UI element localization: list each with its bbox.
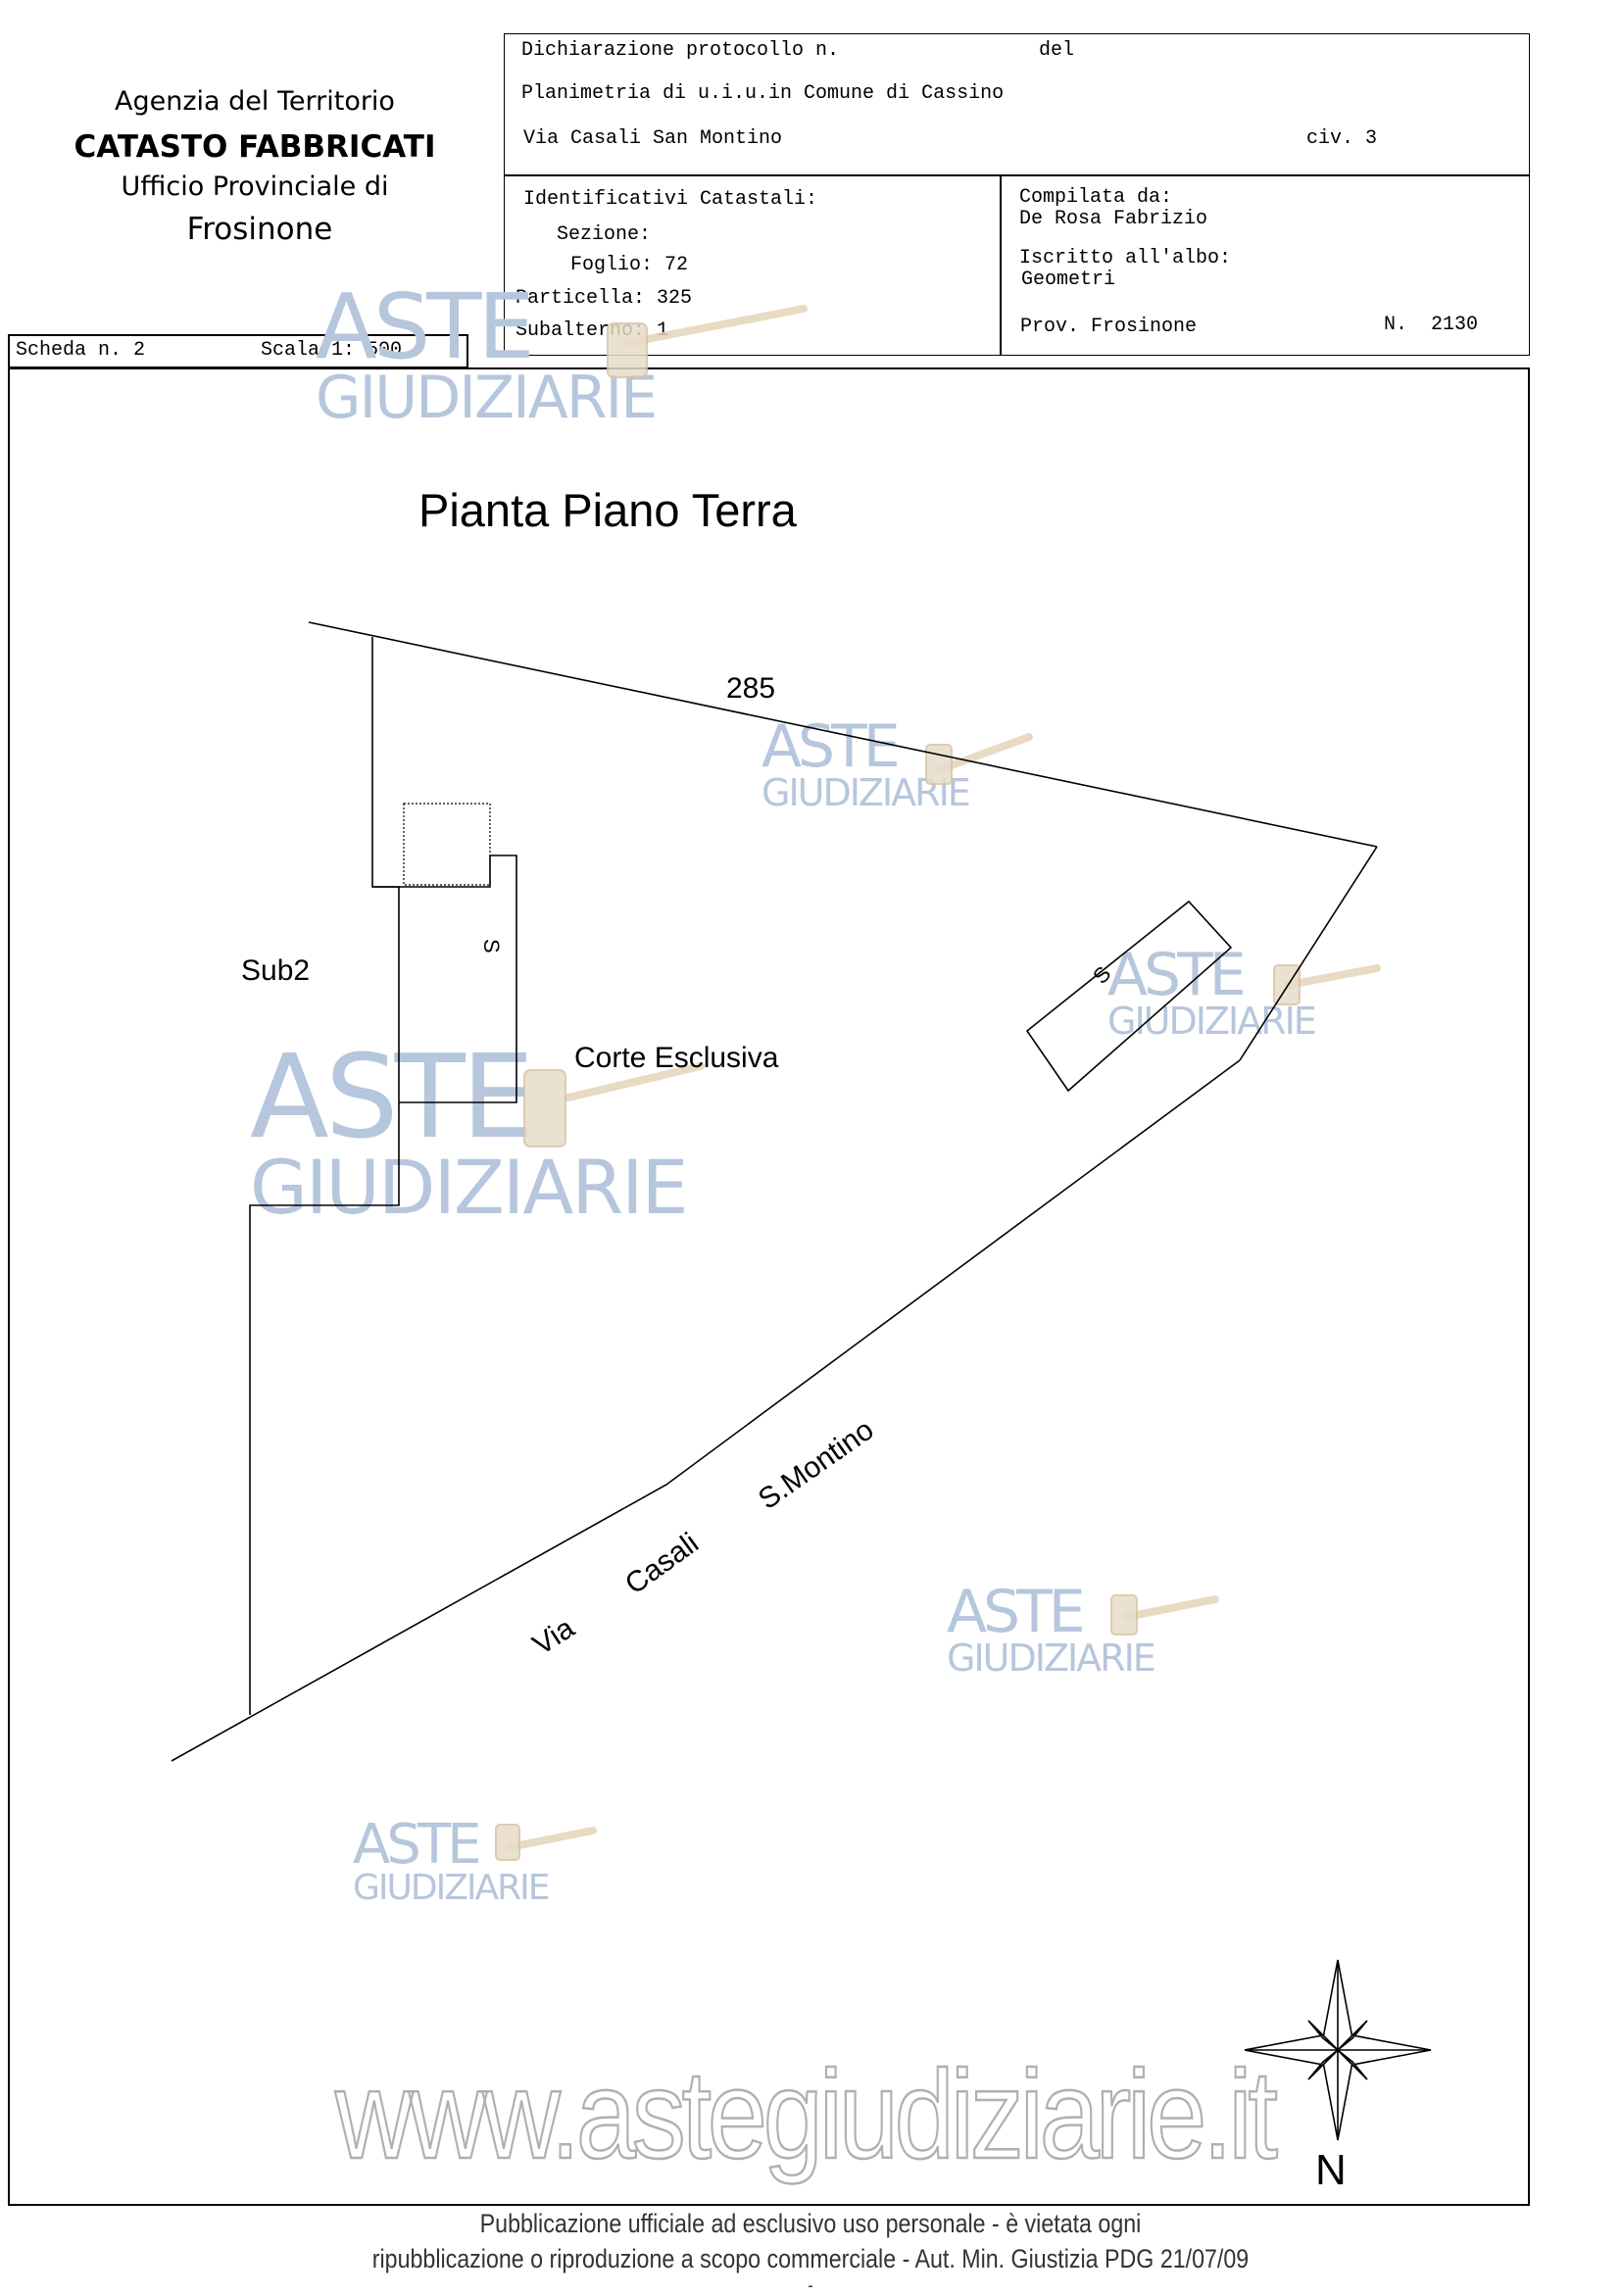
del-label: del bbox=[1039, 39, 1075, 62]
footer-dash: - bbox=[808, 2275, 813, 2295]
ufficio-label: Ufficio Provinciale di bbox=[121, 171, 389, 202]
albo-value: Geometri bbox=[1021, 269, 1116, 291]
boundary-east bbox=[1239, 846, 1378, 1061]
sezione-label: Sezione: bbox=[557, 223, 652, 246]
boundary-west bbox=[249, 637, 400, 1715]
agency-name: Agenzia del Territorio bbox=[115, 86, 395, 117]
corte-esclusiva-label: Corte Esclusiva bbox=[574, 1042, 779, 1074]
scala-value: Scala 1: 500 bbox=[261, 339, 403, 362]
foglio-value: Foglio: 72 bbox=[570, 254, 689, 276]
north-label: N bbox=[1315, 2146, 1347, 2194]
plan-title: Pianta Piano Terra bbox=[418, 484, 797, 536]
sub2-label: Sub2 bbox=[241, 954, 311, 987]
particella-value: Particella: 325 bbox=[516, 287, 693, 310]
planimetria-label: Planimetria di u.i.u.in Comune di Cassin… bbox=[521, 82, 1005, 105]
compilata-name: De Rosa Fabrizio bbox=[1019, 208, 1208, 230]
building-outline bbox=[372, 855, 517, 1103]
shed-outline bbox=[1025, 900, 1233, 1093]
road-edge bbox=[171, 1059, 1241, 1762]
s-label-building: S bbox=[479, 939, 504, 953]
address-label: Via Casali San Montino bbox=[523, 127, 783, 150]
header-box bbox=[504, 33, 1530, 356]
scheda-number: Scheda n. 2 bbox=[16, 339, 146, 362]
dotted-square bbox=[403, 803, 491, 886]
identificativi-title: Identificativi Catastali: bbox=[523, 188, 818, 211]
dichiarazione-label: Dichiarazione protocollo n. bbox=[521, 39, 840, 62]
albo-label: Iscritto all'albo: bbox=[1019, 247, 1232, 269]
drawing-frame bbox=[8, 367, 1530, 2206]
compilata-label: Compilata da: bbox=[1019, 186, 1173, 209]
header-divider-h bbox=[504, 174, 1530, 176]
header-divider-v bbox=[1000, 174, 1002, 356]
catasto-title: CATASTO FABBRICATI bbox=[74, 129, 436, 165]
boundary-285 bbox=[308, 621, 1378, 848]
civic-number: civ. 3 bbox=[1306, 127, 1378, 150]
parcel-285-label: 285 bbox=[726, 672, 776, 705]
province-name: Frosinone bbox=[186, 212, 333, 247]
footer-line-1: Pubblicazione ufficiale ad esclusivo uso… bbox=[479, 2209, 1142, 2238]
province-value: Prov. Frosinone bbox=[1020, 316, 1198, 338]
compass-rose bbox=[1244, 1959, 1432, 2141]
footer-line-2: ripubblicazione o riproduzione a scopo c… bbox=[371, 2244, 1250, 2273]
albo-number: N. 2130 bbox=[1384, 314, 1479, 336]
